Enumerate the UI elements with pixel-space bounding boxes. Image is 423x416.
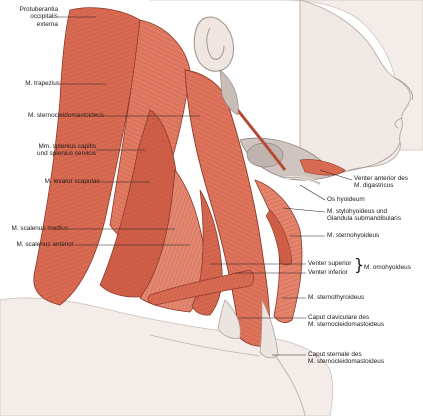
label-line: occipitalis	[30, 13, 58, 21]
label-line: Caput claviculare des	[308, 314, 370, 321]
label-line: Venter anterior des	[354, 175, 408, 182]
ear	[193, 16, 235, 72]
label-line: Protuberantia	[19, 6, 58, 13]
label-omohyoideus: M. omohyoideus	[364, 264, 411, 271]
brace-icon: }	[354, 255, 365, 274]
label-caput-claviculare: Caput claviculare des M. sternocleidomas…	[308, 314, 384, 329]
label-line: Mm. splenius capitis	[38, 143, 96, 150]
submandibular-region	[219, 69, 346, 186]
label-sternocleidomastoideus: M. sternocleidomastoideus	[27, 112, 104, 119]
leader-os-hyoideum	[299, 184, 326, 201]
caput-sternale-tendon	[259, 299, 279, 359]
caput-claviculare-tendon	[217, 299, 241, 339]
label-line: M. digastricus	[354, 182, 394, 190]
omohyoideus-superior-muscle	[265, 209, 293, 266]
label-caput-sternale: Caput sternale des M. sternocleidomastoi…	[308, 351, 384, 366]
leader-digastricus	[319, 169, 353, 181]
label-line: M. sternocleidomastoideus	[308, 358, 385, 366]
label-line: externa	[36, 20, 58, 28]
label-levator-scapulae: M. levator scapulae	[44, 178, 100, 185]
label-sternohyoideus: M. sternohyoideus	[327, 232, 380, 239]
label-line: Glandula submandibularis	[327, 215, 401, 223]
label-scalenus-anterior: M. scalenus anterior	[16, 241, 74, 248]
label-sternothyroideus: M. sternothyroideus	[308, 294, 365, 301]
label-scalenus-medius: M. scalenus medius	[11, 225, 68, 232]
label-venter-superior: Venter superior	[308, 260, 352, 267]
leader-stylohyoideus	[282, 207, 326, 213]
leader-lines	[58, 16, 353, 356]
label-splenius: Mm. splenius capitis und splenius cervic…	[4, 143, 96, 158]
label-venter-inferior: Venter inferior	[308, 269, 348, 276]
label-stylohyoideus: M. stylohyoideus und Glandula submandibu…	[327, 208, 401, 223]
label-line: Caput sternale des	[308, 351, 362, 358]
label-line: M. stylohyoideus und	[327, 208, 388, 215]
label-line: und splenius cervicis	[37, 150, 96, 158]
label-digastricus: Venter anterior des M. digastricus	[354, 175, 408, 190]
label-os-hyoideum: Os hyoideum	[327, 196, 365, 203]
label-trapezius: M. trapezius	[25, 80, 60, 87]
label-protuberantia: Protuberantia occipitalis externa	[4, 6, 58, 28]
label-line: M. sternocleidomastoideus	[308, 321, 385, 329]
